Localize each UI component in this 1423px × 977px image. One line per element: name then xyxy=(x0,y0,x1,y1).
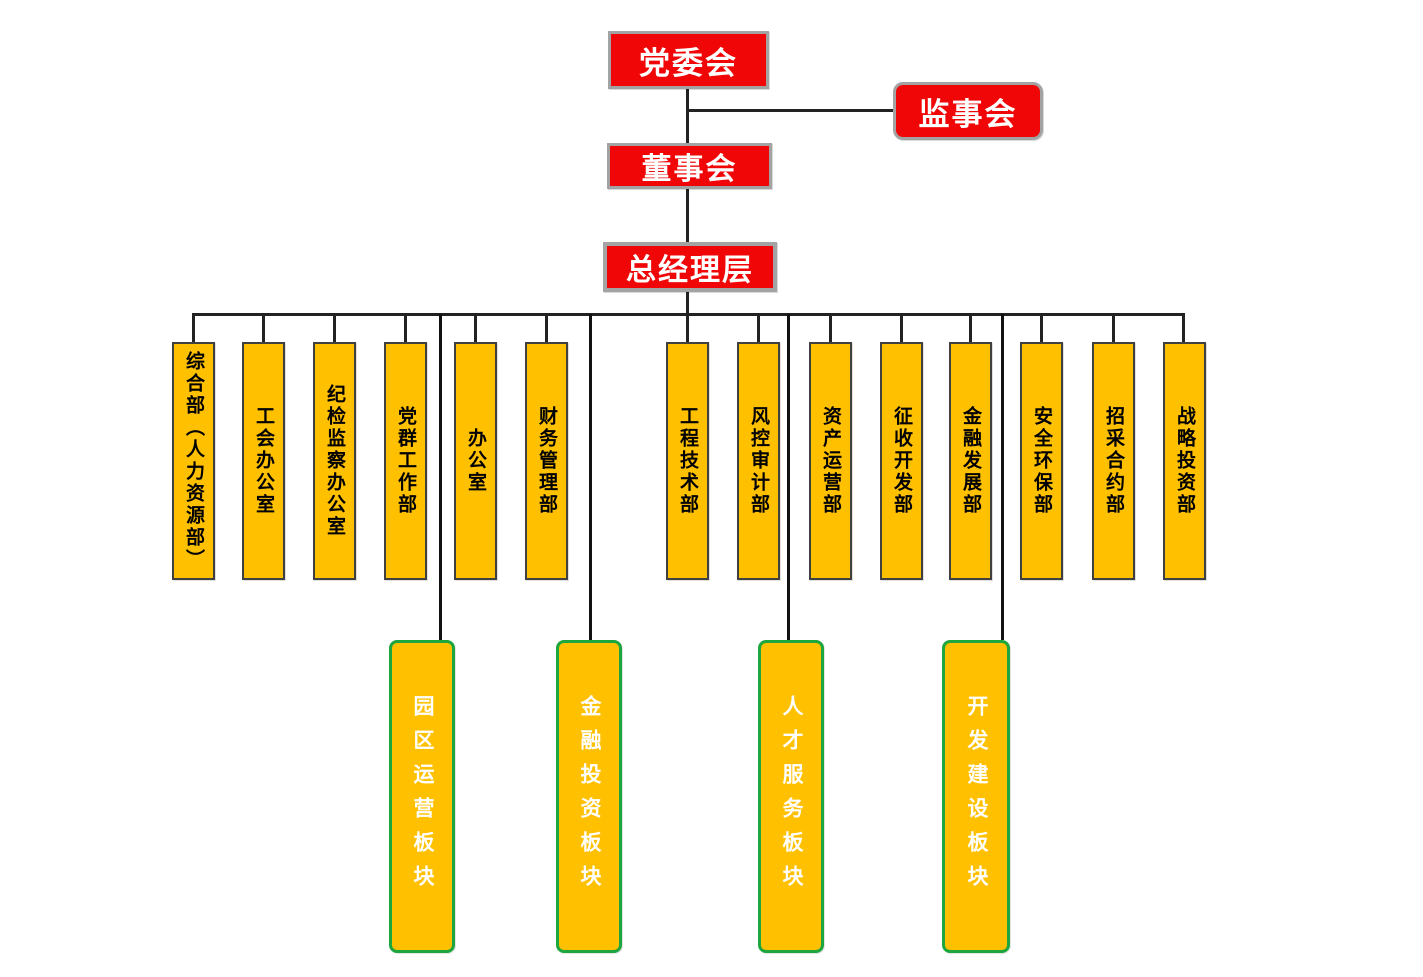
connector-drop-dept-3 xyxy=(333,313,336,342)
connector-sector-development-construction xyxy=(1001,314,1004,640)
sector-box-park-operations: 园区运营板块 xyxy=(389,640,455,953)
connector-drop-dept-2 xyxy=(262,313,265,342)
connector-bus xyxy=(193,313,1184,316)
department-box-5: 办公室 xyxy=(454,342,497,580)
department-box-6: 财务管理部 xyxy=(525,342,568,580)
department-label: 党群工作部 xyxy=(395,406,416,516)
connector-gm-to-bus xyxy=(686,292,689,342)
sector-box-financial-investment: 金融投资板块 xyxy=(556,640,622,953)
department-box-11: 金融发展部 xyxy=(949,342,992,580)
department-box-4: 党群工作部 xyxy=(384,342,427,580)
department-label: 纪检监察办公室 xyxy=(324,384,345,538)
connector-drop-dept-9 xyxy=(829,313,832,342)
connector-drop-dept-14 xyxy=(1182,313,1185,342)
department-box-12: 安全环保部 xyxy=(1020,342,1063,580)
department-label: 工程技术部 xyxy=(677,406,698,516)
node-general-manager-level: 总经理层 xyxy=(603,242,777,292)
node-board-of-directors: 董事会 xyxy=(607,143,772,189)
node-supervisory-board-label: 监事会 xyxy=(918,96,1018,132)
department-label: 风控审计部 xyxy=(748,406,769,516)
department-box-10: 征收开发部 xyxy=(880,342,923,580)
connector-drop-dept-12 xyxy=(1040,313,1043,342)
department-label: 招采合约部 xyxy=(1103,406,1124,516)
department-box-14: 战略投资部 xyxy=(1163,342,1206,580)
department-label: 征收开发部 xyxy=(891,406,912,516)
department-label: 战略投资部 xyxy=(1174,406,1195,516)
connector-sector-talent-services xyxy=(787,314,790,640)
connector-drop-dept-10 xyxy=(900,313,903,342)
connector-drop-dept-4 xyxy=(404,313,407,342)
department-box-9: 资产运营部 xyxy=(809,342,852,580)
sector-label: 金融投资板块 xyxy=(578,694,601,899)
node-party-committee: 党委会 xyxy=(608,31,769,89)
sector-box-development-construction: 开发建设板块 xyxy=(942,640,1010,953)
connector-drop-dept-11 xyxy=(969,313,972,342)
connector-sector-park-operations xyxy=(439,314,442,640)
node-supervisory-board: 监事会 xyxy=(893,82,1043,140)
connector-sector-financial-investment xyxy=(589,314,592,640)
department-box-7: 工程技术部 xyxy=(666,342,709,580)
department-box-13: 招采合约部 xyxy=(1092,342,1135,580)
department-label: 安全环保部 xyxy=(1031,406,1052,516)
connector-party-to-board xyxy=(686,89,689,143)
department-label: 财务管理部 xyxy=(536,406,557,516)
department-box-3: 纪检监察办公室 xyxy=(313,342,356,580)
department-box-1: 综合部（人力资源部） xyxy=(172,342,215,580)
department-label: 资产运营部 xyxy=(820,406,841,516)
node-general-manager-level-label: 总经理层 xyxy=(626,254,754,287)
connector-drop-dept-6 xyxy=(545,313,548,342)
department-box-8: 风控审计部 xyxy=(737,342,780,580)
connector-drop-dept-5 xyxy=(474,313,477,342)
connector-drop-dept-8 xyxy=(757,313,760,342)
sector-box-talent-services: 人才服务板块 xyxy=(758,640,824,953)
department-label: 综合部（人力资源部） xyxy=(183,351,204,571)
sector-label: 开发建设板块 xyxy=(965,694,988,899)
department-label: 金融发展部 xyxy=(960,406,981,516)
sector-label: 园区运营板块 xyxy=(411,694,434,899)
sector-label: 人才服务板块 xyxy=(780,694,803,899)
connector-party-to-supervisory xyxy=(687,109,893,112)
department-box-2: 工会办公室 xyxy=(242,342,285,580)
connector-drop-dept-1 xyxy=(192,313,195,342)
department-label: 办公室 xyxy=(465,428,486,494)
node-board-of-directors-label: 董事会 xyxy=(641,153,738,186)
department-label: 工会办公室 xyxy=(253,406,274,516)
node-party-committee-label: 党委会 xyxy=(639,45,738,81)
connector-board-to-gm xyxy=(686,189,689,242)
connector-drop-dept-13 xyxy=(1112,313,1115,342)
